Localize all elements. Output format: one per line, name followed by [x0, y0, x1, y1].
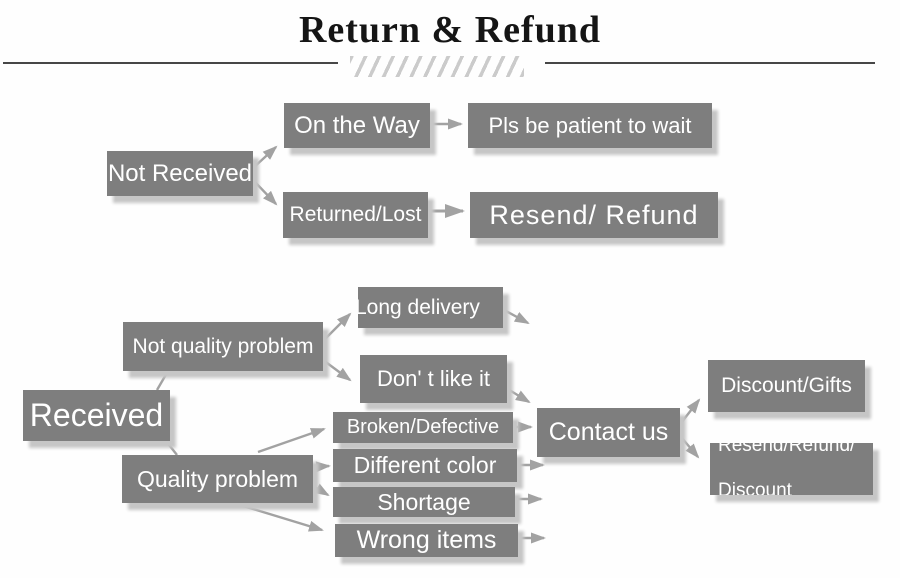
arrow-quality-to-wrong-items [239, 503, 324, 532]
divider-hatch-decoration [350, 56, 524, 77]
node-received: Received [23, 390, 170, 441]
node-returned-lost: Returned/Lost [283, 192, 428, 238]
divider-line-left [3, 62, 338, 64]
node-not-quality-problem-label: Not quality problem [132, 334, 314, 358]
arrow-quality-to-broken-defective [257, 427, 326, 454]
node-wrong-items-label: Wrong items [356, 526, 497, 554]
node-different-color: Different color [333, 449, 517, 482]
node-resend-refund-label: Resend/ Refund [489, 199, 699, 230]
node-wrong-items: Wrong items [335, 524, 518, 557]
arrow-quality-to-shortage [312, 483, 330, 497]
arrow-contact-us-to-resend-discount [680, 436, 700, 459]
node-resend-refund-discount-line2: Discount [718, 480, 792, 495]
connector-received-to-quality-problem [165, 440, 178, 456]
arrow-long-delivery-out [503, 308, 530, 325]
node-resend-refund-discount-label: Resend/Refund/ Discount [718, 443, 855, 495]
node-broken-defective-label: Broken/Defective [346, 416, 500, 438]
node-resend-refund-discount: Resend/Refund/ Discount [710, 443, 873, 495]
node-pls-be-patient-label: Pls be patient to wait [488, 112, 692, 138]
node-dont-like-it: Don' t like it [360, 355, 507, 403]
node-resend-refund-discount-line1: Resend/Refund/ [718, 443, 856, 456]
connector-received-to-not-quality-problem [155, 370, 170, 391]
arrow-contact-us-to-discount-gifts [680, 398, 701, 424]
node-not-received: Not Received [107, 151, 253, 196]
node-not-received-label: Not Received [107, 159, 253, 187]
arrow-dont-like-to-contact-us [505, 386, 531, 404]
page-title: Return & Refund [298, 9, 602, 51]
arrow-not-received-to-on-the-way [252, 145, 278, 169]
node-on-the-way-label: On the Way [294, 111, 420, 139]
node-contact-us: Contact us [537, 408, 680, 457]
node-different-color-label: Different color [353, 452, 497, 478]
node-discount-gifts: Discount/Gifts [708, 360, 865, 412]
node-shortage-label: Shortage [377, 488, 471, 515]
node-pls-be-patient: Pls be patient to wait [468, 103, 712, 148]
node-returned-lost-label: Returned/Lost [289, 203, 422, 226]
node-dont-like-it-label: Don' t like it [376, 366, 491, 391]
node-quality-problem: Quality problem [122, 455, 313, 503]
node-contact-us-label: Contact us [548, 418, 669, 446]
node-on-the-way: On the Way [284, 103, 430, 148]
arrow-not-received-to-returned-lost [252, 179, 278, 206]
node-resend-refund: Resend/ Refund [470, 192, 718, 238]
node-not-quality-problem: Not quality problem [123, 322, 323, 371]
node-received-label: Received [29, 397, 164, 433]
arrow-not-quality-to-long-delivery [322, 312, 352, 342]
divider-line-right [545, 62, 875, 64]
node-broken-defective: Broken/Defective [333, 412, 513, 443]
arrow-quality-to-different-color [312, 461, 331, 473]
node-long-delivery-label: Long delivery [358, 295, 480, 319]
arrow-not-quality-to-dont-like [322, 359, 352, 382]
node-quality-problem-label: Quality problem [136, 465, 299, 492]
node-shortage: Shortage [333, 487, 515, 517]
node-long-delivery: Long delivery [358, 287, 503, 328]
node-discount-gifts-label: Discount/Gifts [721, 374, 852, 397]
